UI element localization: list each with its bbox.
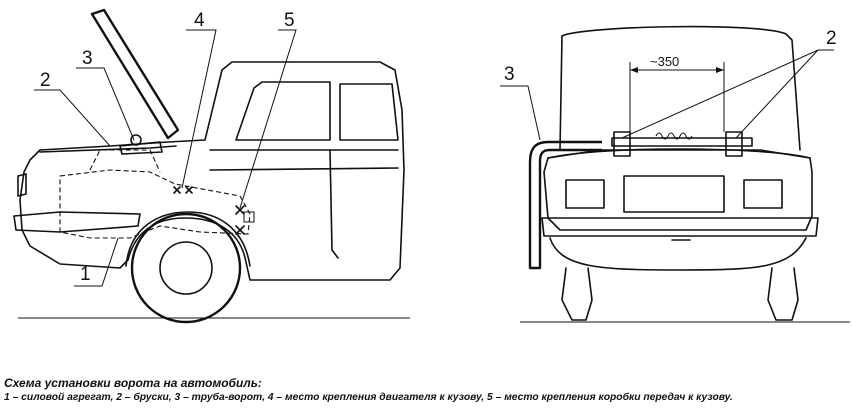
grille (623, 175, 725, 213)
power-unit-outline (59, 169, 251, 239)
caption-legend: 1 – силовой агрегат, 2 – бруски, 3 – тру… (4, 392, 733, 403)
headlight (17, 173, 27, 197)
callout-3: 3 (82, 48, 93, 69)
gearbox-mount-mark (235, 205, 255, 235)
leader-3 (76, 67, 135, 141)
front-bumper-front (541, 217, 819, 237)
car-side-view: 1 2 3 4 5 (13, 8, 410, 324)
front-bumper (13, 211, 141, 233)
side-window-front (235, 81, 331, 141)
block-right (725, 131, 743, 157)
caption-title: Схема установки ворота на автомобиль: (4, 376, 262, 390)
leader-right-3 (500, 85, 541, 141)
leader-right-2 (621, 49, 834, 139)
engine-mount-mark (173, 186, 193, 194)
winch-pipe-front (528, 140, 602, 270)
crossbar-pipe (611, 137, 753, 147)
wheel-right-front (767, 267, 799, 321)
callout-4: 4 (194, 10, 205, 31)
callout-right-2: 2 (826, 28, 837, 49)
side-window-rear (339, 83, 399, 141)
leader-2 (34, 89, 111, 147)
dimension-label: ~350 (650, 54, 679, 69)
open-hood-front (559, 25, 801, 151)
callout-5: 5 (284, 10, 295, 31)
headlight-left (565, 179, 605, 209)
callout-2: 2 (40, 70, 51, 91)
leader-5 (239, 29, 297, 209)
figure-caption: Схема установки ворота на автомобиль: 1 … (4, 376, 849, 405)
block-left (613, 131, 631, 157)
car-body-front (19, 61, 405, 281)
headlight-right (743, 179, 783, 209)
leader-1 (74, 237, 119, 287)
leader-4 (181, 29, 217, 189)
front-wheel (130, 212, 242, 324)
wheel-left-front (561, 267, 593, 321)
open-hood (90, 8, 180, 140)
car-front-view: ~350 2 3 (500, 25, 850, 323)
callout-right-3: 3 (504, 64, 515, 85)
spring-coil (655, 132, 693, 140)
callout-1: 1 (80, 264, 91, 285)
